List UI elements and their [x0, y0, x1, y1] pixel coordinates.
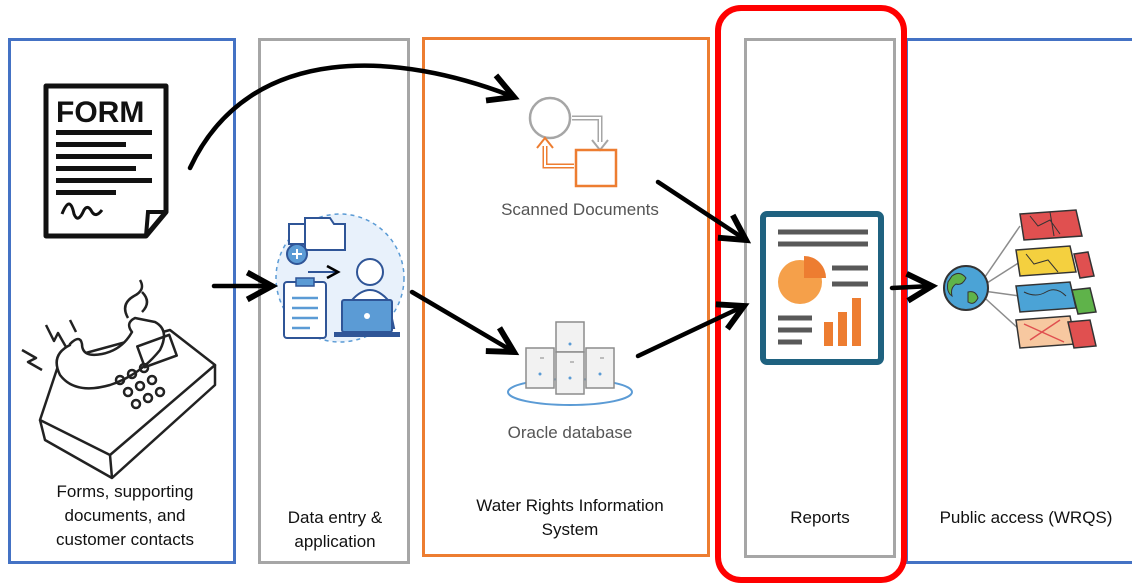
- database-servers-icon: [507, 321, 633, 406]
- arrow-database-to-reports: [635, 301, 750, 359]
- data-entry-person-icon: [275, 213, 405, 343]
- form-title-text: FORM: [56, 96, 144, 129]
- public-maps-icon: [943, 209, 1097, 349]
- flow-arrows: [187, 63, 939, 359]
- scanned-documents-label: Scanned Documents: [501, 200, 659, 219]
- data-entry-caption: Data entry & application: [287, 508, 383, 551]
- arrow-scanned-to-reports: [655, 179, 752, 244]
- form-document-icon: FORM: [43, 83, 169, 239]
- wris-caption: Water Rights Information System: [476, 496, 664, 539]
- arrow-data-entry-to-database: [409, 289, 520, 356]
- sources-caption: Forms, supporting documents, and custome…: [56, 482, 194, 549]
- telephone-icon: [21, 279, 217, 480]
- public-access-caption: Public access (WRQS): [939, 508, 1113, 527]
- reports-highlight: [715, 5, 907, 583]
- stage-reports-frame: [744, 38, 896, 558]
- scanned-documents-icon: [528, 96, 618, 188]
- report-document-icon: [760, 211, 884, 365]
- arrow-form-to-scanned: [187, 63, 520, 171]
- arrow-reports-to-public: [889, 271, 939, 304]
- oracle-database-label: Oracle database: [507, 423, 633, 442]
- reports-caption: Reports: [790, 508, 850, 527]
- stage-sources-frame: [8, 38, 236, 564]
